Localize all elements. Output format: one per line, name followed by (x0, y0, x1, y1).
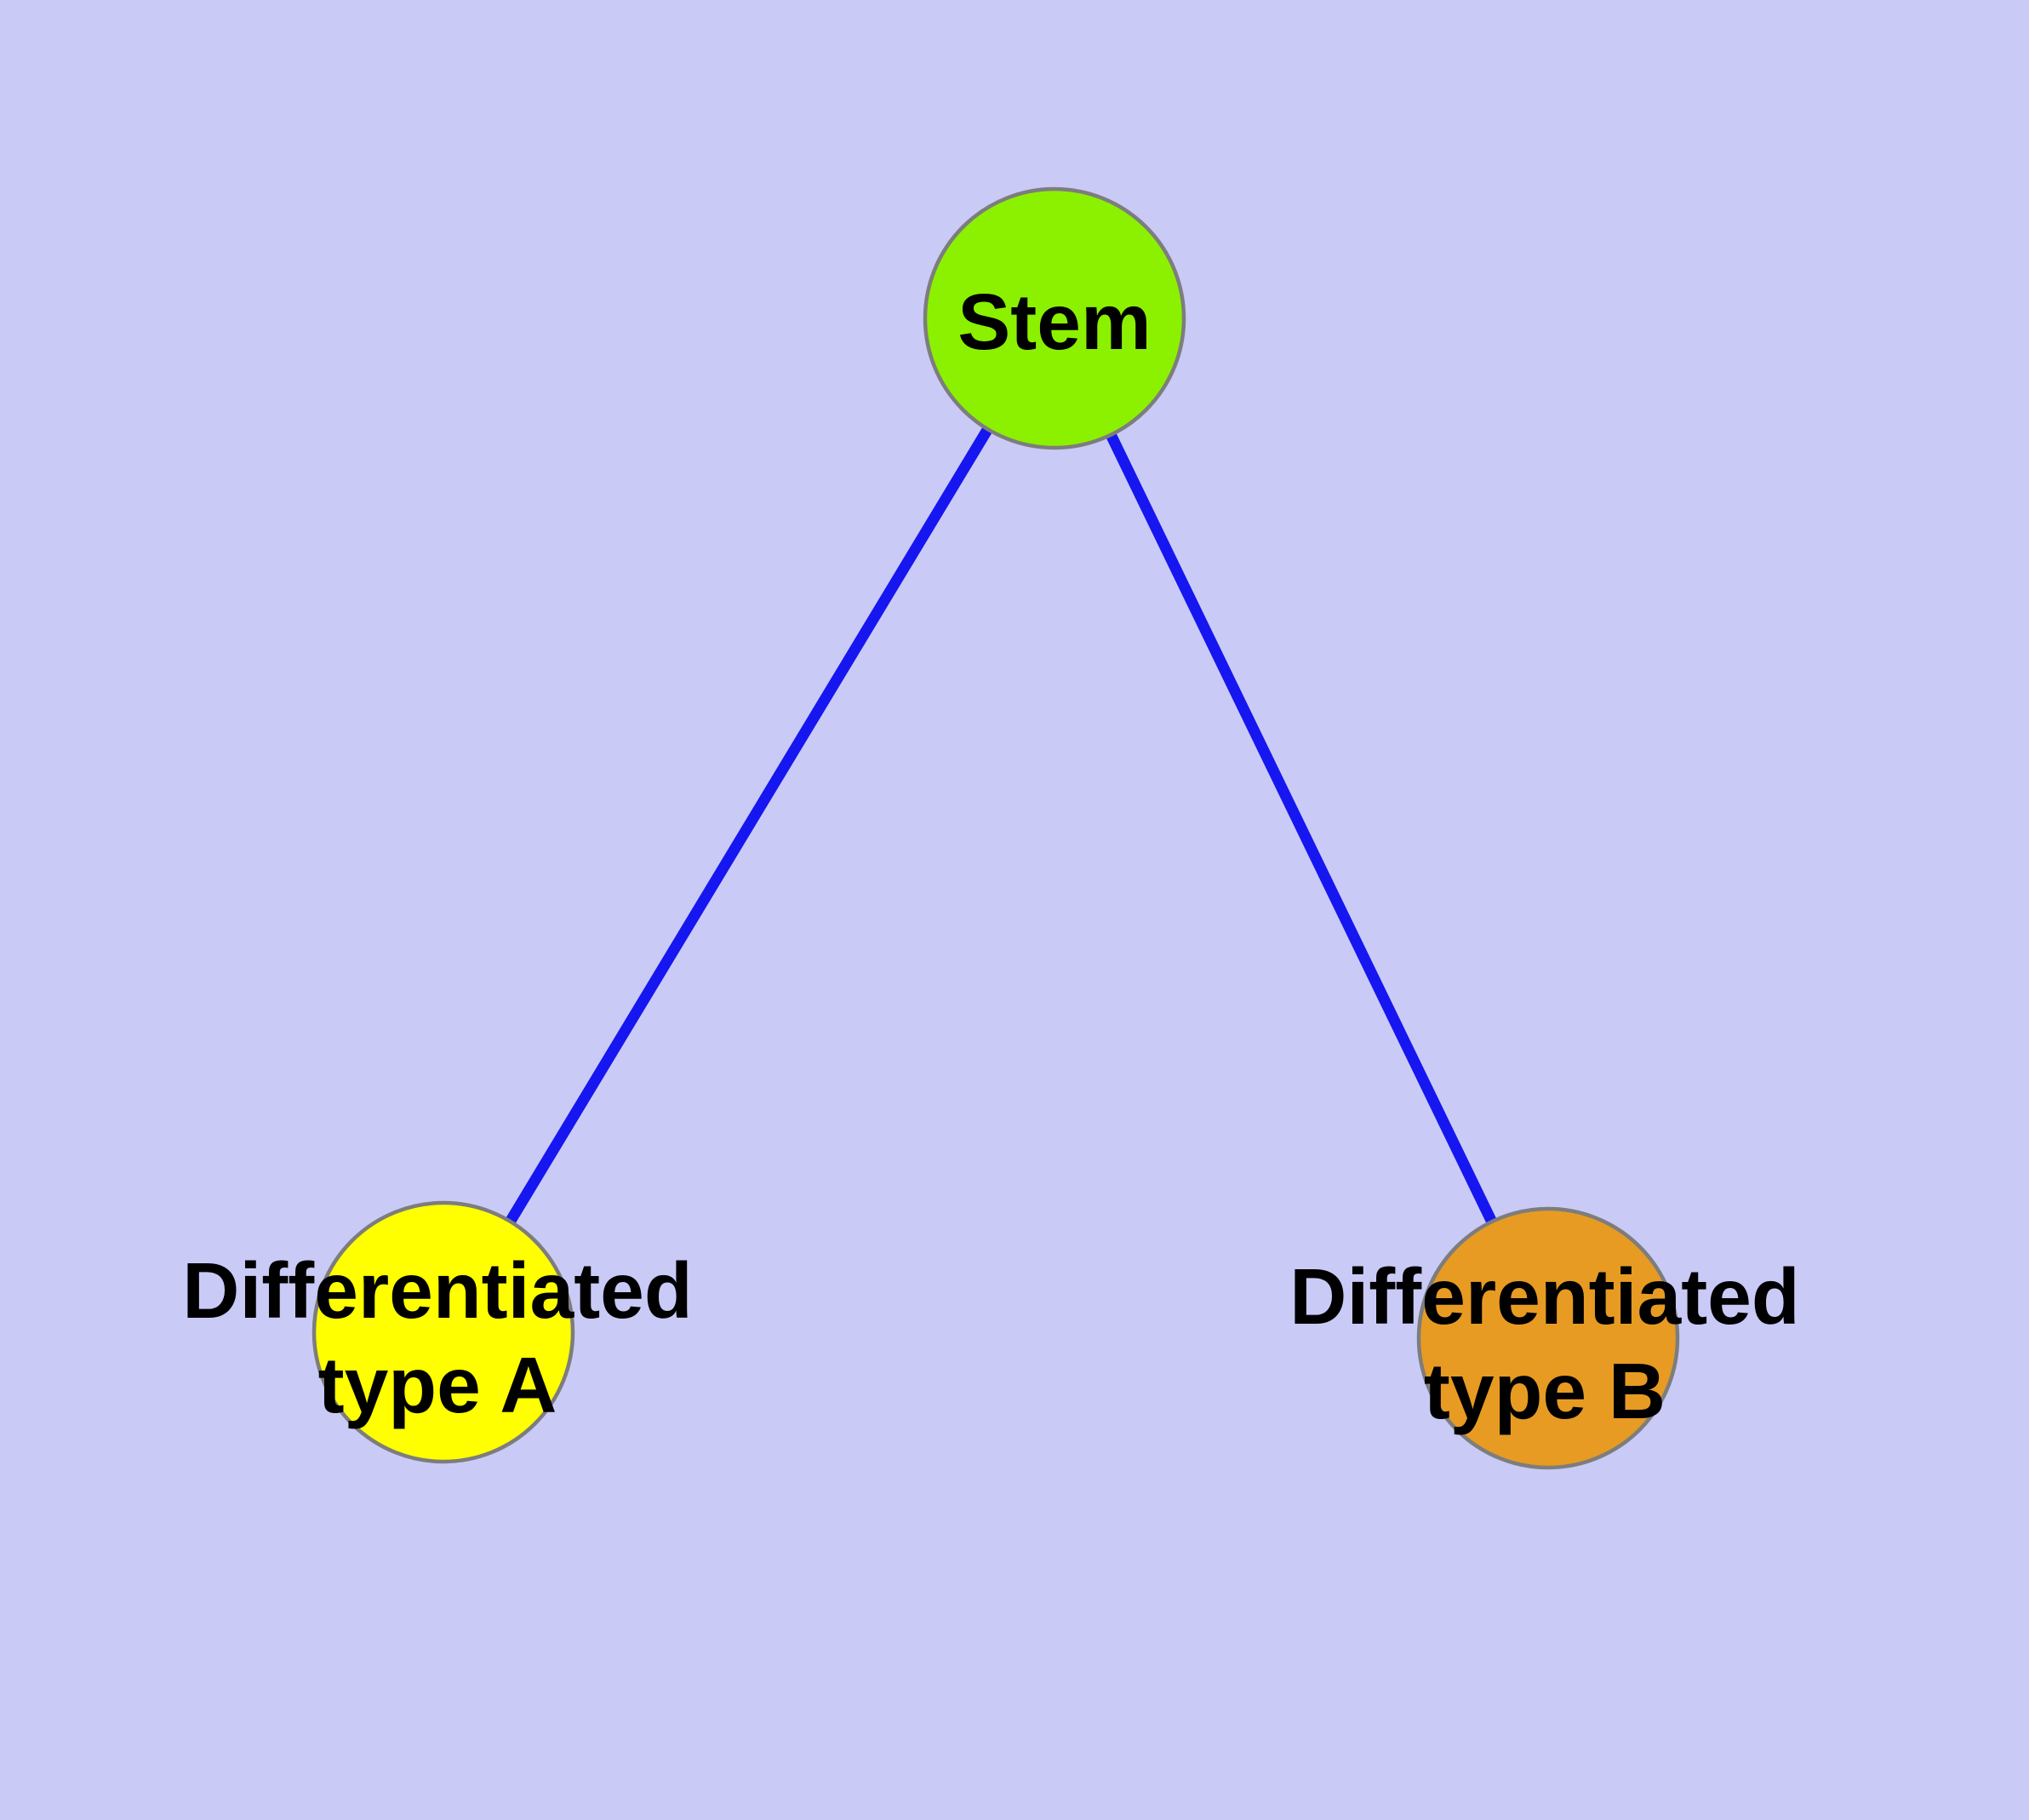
node-type-a-label-line2: type A (318, 1341, 557, 1429)
node-type-b-label-line1: Differentiated (1289, 1252, 1799, 1341)
node-type-a-label-line1: Differentiated (182, 1246, 692, 1335)
node-differentiated-type-b (1416, 1206, 1680, 1470)
node-differentiated-type-a (311, 1200, 575, 1464)
node-stem-label: Stem (957, 278, 1151, 366)
edge-stem-to-type-b (1049, 316, 1553, 1341)
node-stem (923, 186, 1186, 450)
node-type-b-label-line2: type B (1424, 1347, 1666, 1435)
edge-stem-to-type-a (438, 315, 1060, 1336)
